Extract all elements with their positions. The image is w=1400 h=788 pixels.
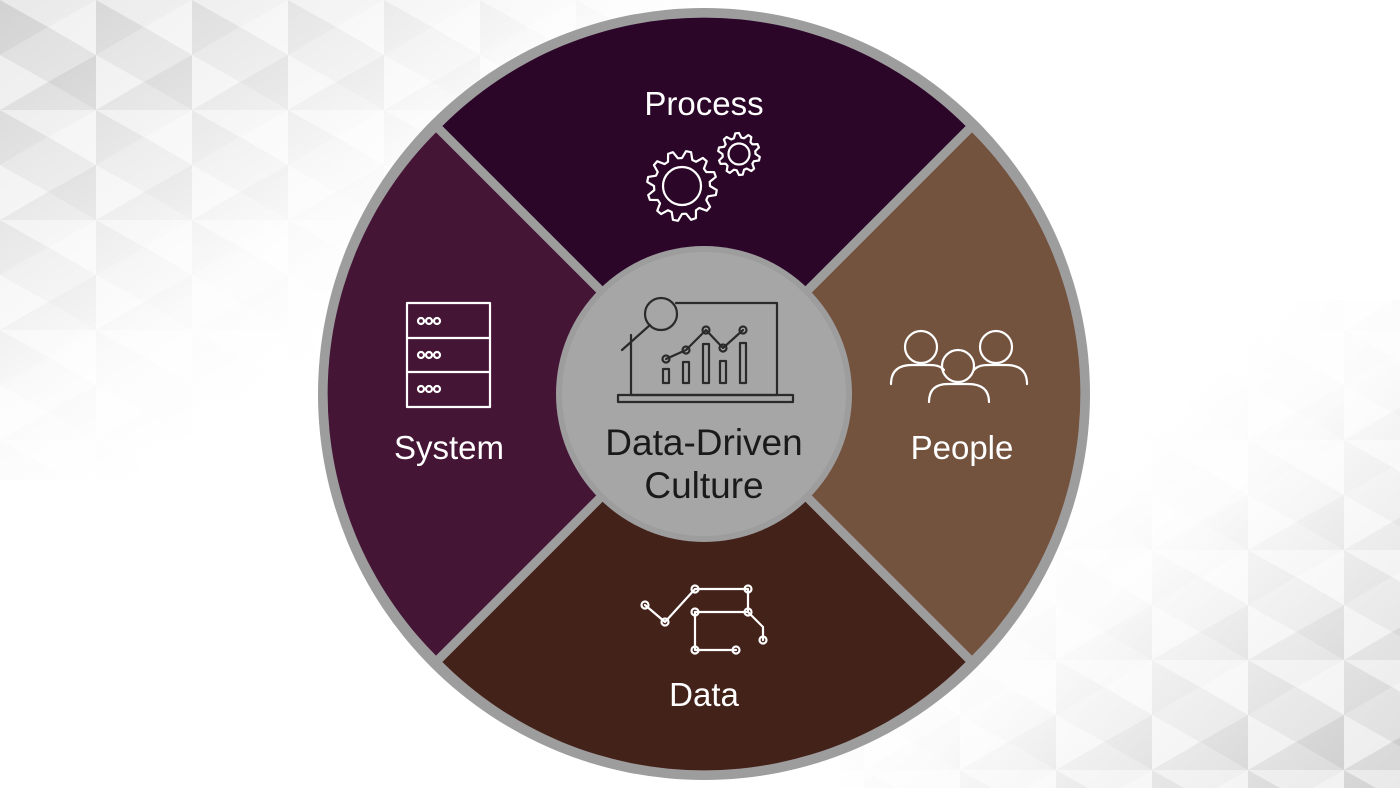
data-network-icon xyxy=(640,584,768,655)
segment-label-process: Process xyxy=(644,85,763,122)
sector-data xyxy=(442,400,966,771)
segment-label-system: System xyxy=(394,429,504,466)
server-stack-icon xyxy=(405,301,492,409)
gears-icon xyxy=(646,150,718,222)
segment-label-data: Data xyxy=(669,676,739,713)
wheel-sectors xyxy=(327,17,1081,771)
small-gear-icon xyxy=(717,131,761,177)
center-title-line1: Data-Driven xyxy=(605,422,802,463)
sector-people xyxy=(710,132,1081,656)
analytics-chart-icon xyxy=(616,296,795,404)
segment-label-people: People xyxy=(911,429,1014,466)
people-group-icon xyxy=(889,329,1029,404)
center-title-line2: Culture xyxy=(644,465,763,506)
sector-process xyxy=(442,17,966,388)
sector-system xyxy=(327,132,698,656)
